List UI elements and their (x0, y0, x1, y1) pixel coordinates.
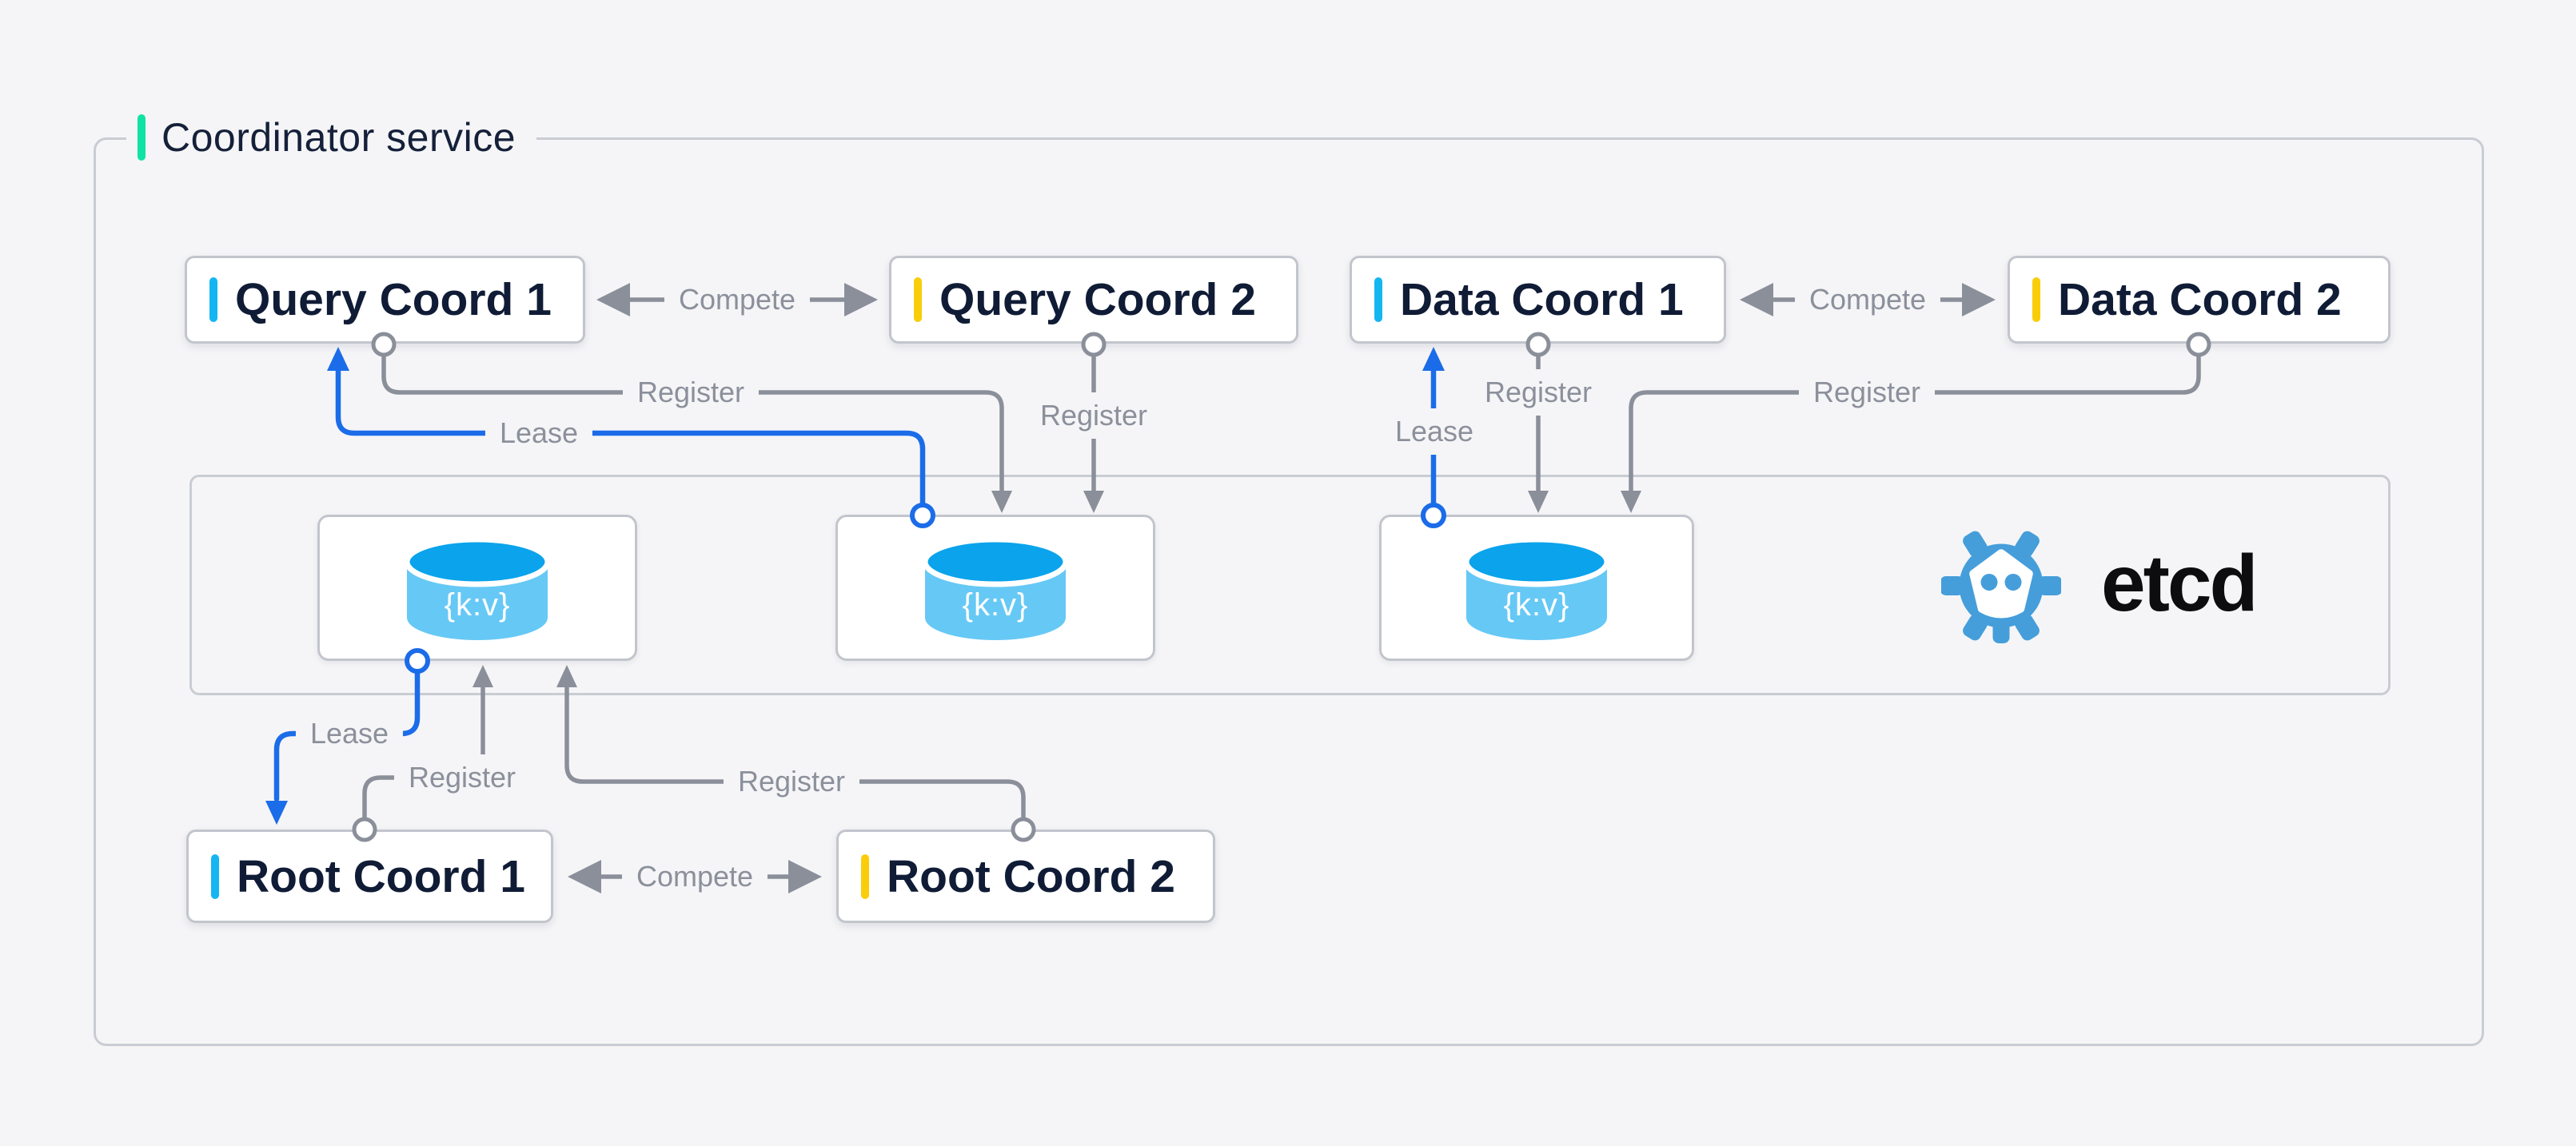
node-label: Root Coord 1 (237, 850, 525, 902)
node-data-coord-1: Data Coord 1 (1350, 256, 1726, 344)
label-register-data1: Register (1469, 369, 1607, 416)
accent-bar (1374, 277, 1382, 322)
accent-bar (861, 854, 869, 899)
etcd-logo-icon (1941, 531, 2061, 643)
panel-title-text: Coordinator service (161, 115, 516, 160)
label-compete-data: Compete (1794, 277, 1941, 323)
etcd-wordmark: etcd (2101, 538, 2259, 628)
node-label: Query Coord 1 (235, 274, 552, 325)
etcd-brand: etcd (1941, 521, 2259, 646)
label-compete-root: Compete (621, 854, 768, 900)
database-cylinder-icon (922, 536, 1069, 640)
label-lease-root1: Lease (295, 710, 404, 757)
node-data-coord-2: Data Coord 2 (2008, 256, 2391, 344)
label-compete-query: Compete (664, 277, 811, 323)
kv-store-3: {k:v} (1379, 515, 1694, 661)
node-root-coord-1: Root Coord 1 (186, 830, 553, 923)
kv-label: {k:v} (1503, 587, 1570, 623)
kv-store-1: {k:v} (317, 515, 637, 661)
label-register-root2: Register (723, 758, 860, 805)
node-query-coord-2: Query Coord 2 (889, 256, 1298, 344)
node-label: Query Coord 2 (939, 274, 1256, 325)
green-accent-bar (138, 114, 146, 161)
coordinator-service-panel (94, 137, 2484, 1046)
node-label: Root Coord 2 (887, 850, 1175, 902)
kv-store-2: {k:v} (835, 515, 1155, 661)
node-root-coord-2: Root Coord 2 (836, 830, 1215, 923)
label-lease-data1: Lease (1380, 408, 1489, 455)
node-label: Data Coord 1 (1400, 274, 1684, 325)
database-cylinder-icon (404, 536, 551, 640)
node-label: Data Coord 2 (2058, 274, 2342, 325)
kv-label: {k:v} (444, 587, 511, 623)
coordinator-service-title: Coordinator service (126, 111, 537, 164)
accent-bar (914, 277, 922, 322)
etcd-panel (189, 475, 2391, 695)
database-cylinder-icon (1463, 536, 1610, 640)
label-register-query1: Register (622, 369, 760, 416)
node-query-coord-1: Query Coord 1 (185, 256, 585, 344)
label-register-root1: Register (393, 754, 531, 801)
accent-bar (209, 277, 217, 322)
label-lease-query1: Lease (484, 410, 593, 456)
label-register-data2: Register (1798, 369, 1936, 416)
label-register-query2: Register (1025, 392, 1162, 439)
kv-label: {k:v} (962, 587, 1029, 623)
accent-bar (2032, 277, 2040, 322)
accent-bar (211, 854, 219, 899)
